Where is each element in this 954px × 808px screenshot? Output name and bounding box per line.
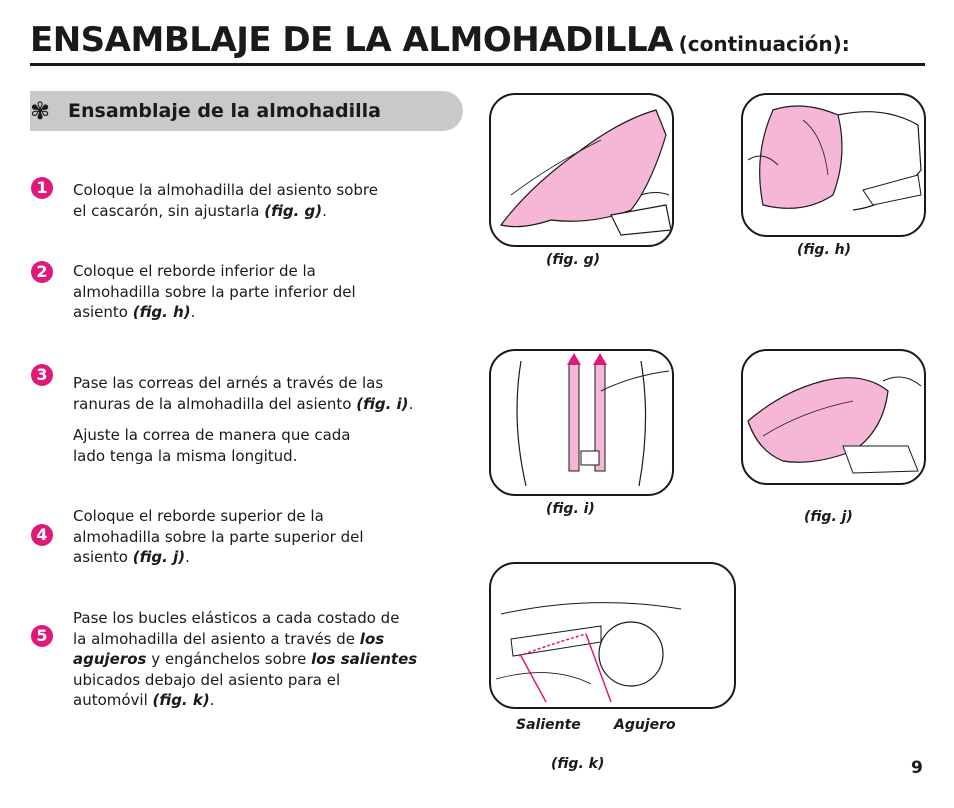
- car-seat-pad-drawing: [499, 109, 672, 236]
- figure-g-caption: (fig. g): [546, 252, 601, 268]
- step-number-5: 5: [31, 625, 53, 647]
- step-text-line: lado tenga la misma longitud.: [73, 446, 350, 467]
- step-text-line: el cascarón, sin ajustarla (fig. g).: [73, 201, 378, 222]
- step-3-note: Ajuste la correa de manera que cada lado …: [73, 425, 350, 466]
- step-text-line: Coloque la almohadilla del asiento sobre: [73, 180, 378, 201]
- step-5-text: Pase los bucles elásticos a cada costado…: [73, 608, 417, 711]
- step-text-line: asiento (fig. h).: [73, 302, 356, 323]
- figure-g-illustration: [489, 93, 674, 247]
- step-text-run: y engánchelos sobre: [146, 650, 312, 668]
- step-3-text: Pase las correas del arnés a través de l…: [73, 373, 413, 414]
- figure-k-label-saliente: Saliente: [516, 717, 581, 733]
- step-text-line: Coloque el reborde superior de la: [73, 506, 364, 527]
- figure-i-caption: (fig. i): [546, 501, 595, 517]
- step-2-text: Coloque el reborde inferior de la almohad…: [73, 261, 356, 323]
- step-text-emphasis: los: [359, 629, 385, 648]
- page-title-sub: (continuación):: [678, 32, 850, 56]
- step-text-emphasis: (fig. i): [356, 394, 409, 413]
- step-text-line: ranuras de la almohadilla del asiento (f…: [73, 394, 413, 415]
- step-4-text: Coloque el reborde superior de la almohad…: [73, 506, 364, 568]
- step-text-line: Coloque el reborde inferior de la: [73, 261, 356, 282]
- seat-underside-drawing: [495, 602, 682, 703]
- step-text-run: asiento: [73, 303, 133, 321]
- step-text-run: Ajuste la correa de manera que cada: [73, 426, 351, 444]
- step-1-text: Coloque la almohadilla del asiento sobre…: [73, 180, 378, 221]
- title-rule: [30, 63, 925, 66]
- harness-straps-drawing: [516, 353, 670, 487]
- step-text-line: automóvil (fig. k).: [73, 690, 417, 711]
- step-text-line: Ajuste la correa de manera que cada: [73, 425, 350, 446]
- page-title-main: ENSAMBLAJE DE LA ALMOHADILLA: [30, 20, 674, 60]
- step-number-2: 2: [31, 261, 53, 283]
- step-text-emphasis: (fig. k): [152, 691, 210, 709]
- step-text-emphasis: los salientes: [311, 650, 418, 668]
- figure-i-illustration: [489, 349, 674, 496]
- figure-h-illustration: [741, 93, 926, 237]
- figure-k-illustration: [489, 562, 736, 709]
- step-text-run: la almohadilla del asiento a través de: [73, 629, 360, 648]
- step-text-line: la almohadilla del asiento a través de l…: [73, 629, 417, 650]
- figure-j-illustration: [741, 349, 926, 485]
- step-number-3: 3: [31, 364, 53, 386]
- step-text-run: Pase las correas del arnés a través de l…: [73, 374, 384, 392]
- step-text-run: almohadilla sobre la parte superior del: [73, 527, 364, 546]
- step-text-run: .: [209, 691, 215, 709]
- step-text-line: asiento (fig. j).: [73, 547, 364, 568]
- step-text-run: .: [408, 394, 414, 413]
- step-text-run: ubicados debajo del asiento para el: [73, 670, 341, 689]
- step-text-line: almohadilla sobre la parte superior del: [73, 527, 364, 548]
- figure-h-caption: (fig. h): [797, 242, 851, 258]
- step-text-run: el cascarón, sin ajustarla: [73, 201, 265, 220]
- flower-ornament-icon: ✾: [30, 97, 51, 125]
- step-text-run: lado tenga la misma longitud.: [73, 446, 298, 465]
- step-text-run: Pase los bucles elásticos a cada costado…: [73, 609, 400, 627]
- step-text-run: automóvil: [73, 691, 153, 709]
- page-number: 9: [911, 758, 923, 778]
- step-text-run: .: [185, 548, 190, 566]
- step-text-run: Coloque el reborde superior de la: [73, 507, 324, 525]
- step-text-run: .: [190, 303, 196, 321]
- step-text-line: Pase los bucles elásticos a cada costado…: [73, 608, 417, 629]
- step-text-emphasis: (fig. g): [264, 201, 323, 220]
- step-text-line: Pase las correas del arnés a través de l…: [73, 373, 413, 394]
- step-text-line: ubicados debajo del asiento para el: [73, 670, 417, 691]
- step-text-run: .: [322, 201, 327, 220]
- step-text-run: asiento: [73, 548, 133, 566]
- step-number-4: 4: [31, 524, 53, 546]
- figure-j-caption: (fig. j): [804, 509, 853, 525]
- step-text-run: Coloque la almohadilla del asiento sobre: [73, 181, 378, 199]
- page-title: ENSAMBLAJE DE LA ALMOHADILLA (continuaci…: [30, 20, 850, 60]
- car-seat-pad-drawing: [747, 105, 922, 211]
- step-text-line: almohadilla sobre la parte inferior del: [73, 282, 356, 303]
- section-heading: Ensamblaje de la almohadilla: [68, 100, 381, 122]
- step-text-emphasis: (fig. h): [132, 303, 191, 321]
- figure-k-caption: (fig. k): [551, 756, 605, 772]
- step-text-run: Coloque el reborde inferior de la: [73, 262, 316, 280]
- step-text-run: ranuras de la almohadilla del asiento: [73, 394, 357, 413]
- step-text-run: almohadilla sobre la parte inferior del: [73, 282, 356, 301]
- section-heading-bar: ✾ Ensamblaje de la almohadilla: [30, 91, 463, 131]
- step-text-line: agujeros y engánchelos sobre los salient…: [73, 649, 417, 670]
- step-text-emphasis: (fig. j): [132, 548, 186, 566]
- step-number-1: 1: [31, 177, 53, 199]
- step-text-emphasis: agujeros: [73, 650, 147, 668]
- car-seat-pad-drawing: [747, 376, 922, 474]
- figure-k-label-agujero: Agujero: [614, 717, 676, 733]
